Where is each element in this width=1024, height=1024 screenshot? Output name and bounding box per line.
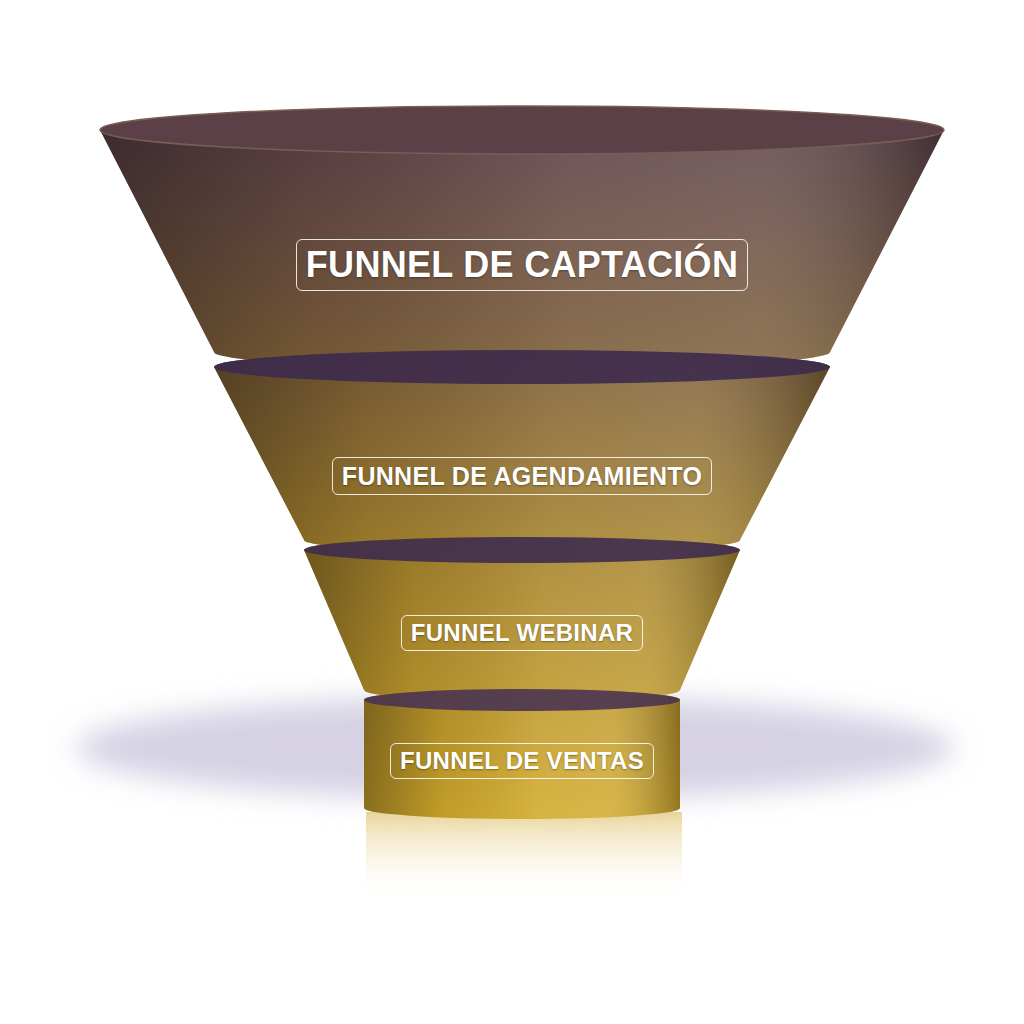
- funnel-band: FUNNEL DE VENTAS: [362, 687, 682, 821]
- funnel-stage-label: FUNNEL DE CAPTACIÓN: [296, 239, 748, 290]
- band-shading: [214, 350, 830, 553]
- band-rim: [304, 537, 740, 563]
- floor-reflection: [366, 812, 682, 902]
- funnel-stage-label: FUNNEL WEBINAR: [401, 615, 643, 652]
- band-shading: [304, 537, 740, 701]
- band-body: [100, 106, 944, 369]
- band-rim: [214, 350, 830, 384]
- band-shading: [100, 106, 944, 369]
- funnel-band: FUNNEL DE AGENDAMIENTO: [212, 348, 832, 555]
- funnel-band-shape: [212, 348, 832, 555]
- funnel-band-shape: [98, 104, 946, 371]
- funnel-band: FUNNEL WEBINAR: [302, 535, 742, 703]
- band-rim: [364, 689, 680, 711]
- funnel-band: FUNNEL DE CAPTACIÓN: [98, 104, 946, 371]
- funnel-stage-label: FUNNEL DE VENTAS: [390, 743, 654, 780]
- funnel-stage-label: FUNNEL DE AGENDAMIENTO: [332, 457, 712, 495]
- band-body: [364, 689, 680, 819]
- band-shading: [364, 689, 680, 819]
- band-rim: [100, 106, 944, 154]
- band-body: [214, 350, 830, 553]
- band-body: [304, 537, 740, 701]
